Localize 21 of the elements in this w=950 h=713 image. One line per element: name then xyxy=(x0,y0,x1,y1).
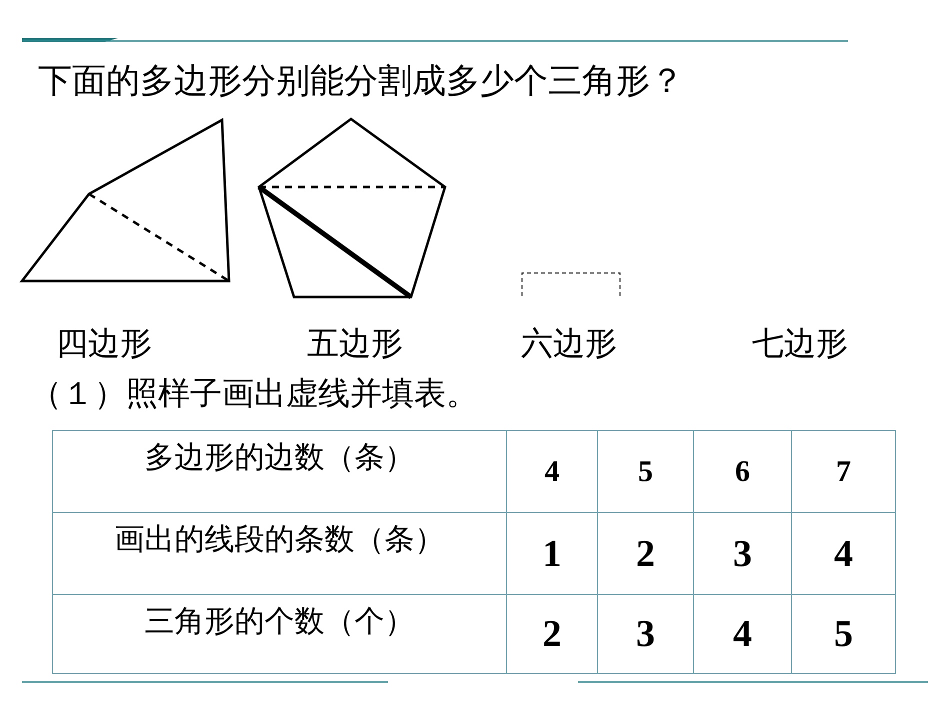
table-value: 4 xyxy=(544,454,560,488)
table-value: 7 xyxy=(836,454,851,488)
table-value: 6 xyxy=(735,454,750,488)
table-value: 4 xyxy=(733,613,752,655)
polygon-name: 四边形 xyxy=(56,323,152,364)
polygon-name: 六边形 xyxy=(521,323,617,364)
table-value: 5 xyxy=(834,613,853,655)
row-header: 画出的线段的条数（条） xyxy=(114,522,444,557)
table-value: 1 xyxy=(542,532,562,574)
table-value: 4 xyxy=(834,532,853,574)
row-header: 多边形的边数（条） xyxy=(144,440,414,475)
table-value: 2 xyxy=(636,532,655,574)
table-value: 5 xyxy=(638,454,653,488)
instruction-text: （１）照样子画出虚线并填表。 xyxy=(30,373,478,414)
table-value: 3 xyxy=(733,532,752,574)
row-header: 三角形的个数（个） xyxy=(144,604,414,639)
table-value: 3 xyxy=(636,613,655,655)
question-title: 下面的多边形分别能分割成多少个三角形？ xyxy=(38,60,684,103)
polygon-name: 五边形 xyxy=(307,323,403,364)
polygon-name: 七边形 xyxy=(752,323,848,364)
table-value: 2 xyxy=(542,613,562,655)
